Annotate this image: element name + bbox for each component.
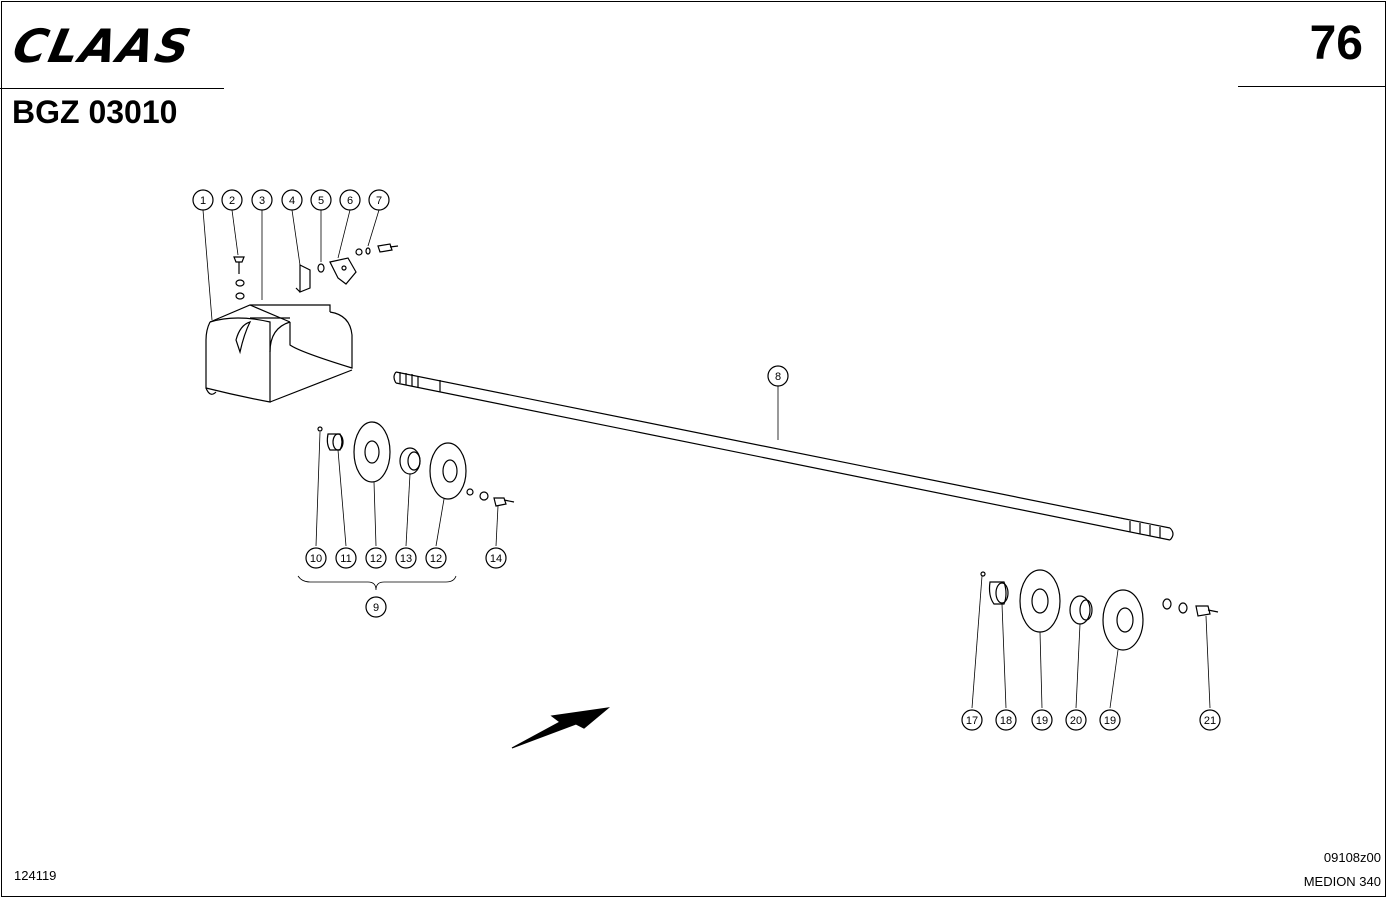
svg-text:13: 13 [400, 553, 412, 565]
callout-9: 9 [365, 596, 387, 618]
callout-17: 17 [961, 709, 983, 731]
svg-text:21: 21 [1204, 715, 1216, 727]
callout-2: 2 [221, 189, 243, 211]
callout-8: 8 [767, 365, 789, 387]
callout-3: 3 [251, 189, 273, 211]
cover-bracket-part [205, 304, 353, 403]
callout-12b: 12 [425, 547, 447, 569]
svg-text:11: 11 [340, 553, 351, 565]
header-rule-left [0, 88, 224, 89]
callout-4: 4 [281, 189, 303, 211]
svg-text:8: 8 [775, 371, 781, 383]
callout-5: 5 [310, 189, 332, 211]
svg-text:20: 20 [1070, 715, 1082, 727]
page-number: 76 [1309, 17, 1363, 70]
svg-text:5: 5 [318, 195, 324, 207]
callout-7: 7 [368, 189, 390, 211]
callouts: 1 2 3 4 5 6 7 8 9 10 11 12 13 12 14 17 1… [192, 189, 1221, 731]
document-id: 124119 [14, 868, 57, 883]
hardware-2-7 [233, 243, 399, 300]
svg-text:14: 14 [490, 553, 502, 565]
svg-text:4: 4 [289, 195, 295, 207]
svg-text:19: 19 [1036, 715, 1048, 727]
callout-1: 1 [192, 189, 214, 211]
callout-12a: 12 [365, 547, 387, 569]
callout-18: 18 [995, 709, 1017, 731]
svg-text:9: 9 [373, 602, 379, 614]
callout-19a: 19 [1031, 709, 1053, 731]
group-code: BGZ 03010 [12, 94, 178, 130]
callout-13: 13 [395, 547, 417, 569]
svg-text:7: 7 [376, 195, 382, 207]
machine-model: MEDION 340 [1303, 874, 1381, 889]
callout-20: 20 [1065, 709, 1087, 731]
bearing-group-17-21 [980, 569, 1219, 651]
svg-text:3: 3 [259, 195, 265, 207]
bearing-group-9 [317, 421, 515, 507]
callout-21: 21 [1199, 709, 1221, 731]
svg-text:2: 2 [229, 195, 235, 207]
svg-text:6: 6 [347, 195, 353, 207]
svg-text:17: 17 [966, 715, 978, 727]
svg-text:18: 18 [1000, 715, 1012, 727]
svg-text:12: 12 [370, 553, 382, 565]
header-rule-right [1238, 86, 1386, 87]
svg-text:1: 1 [200, 195, 206, 207]
drive-shaft-part [393, 371, 1174, 541]
svg-text:10: 10 [310, 553, 322, 565]
drawing-reference-code: 09108z00 [1323, 850, 1381, 865]
callout-11: 11 [335, 547, 357, 569]
svg-text:19: 19 [1104, 715, 1116, 727]
leader-lines [202, 209, 1211, 709]
callout-19b: 19 [1099, 709, 1121, 731]
svg-text:12: 12 [430, 553, 442, 565]
callout-10: 10 [305, 547, 327, 569]
direction-arrow-icon [511, 707, 611, 749]
callout-14: 14 [485, 547, 507, 569]
callout-6: 6 [339, 189, 361, 211]
